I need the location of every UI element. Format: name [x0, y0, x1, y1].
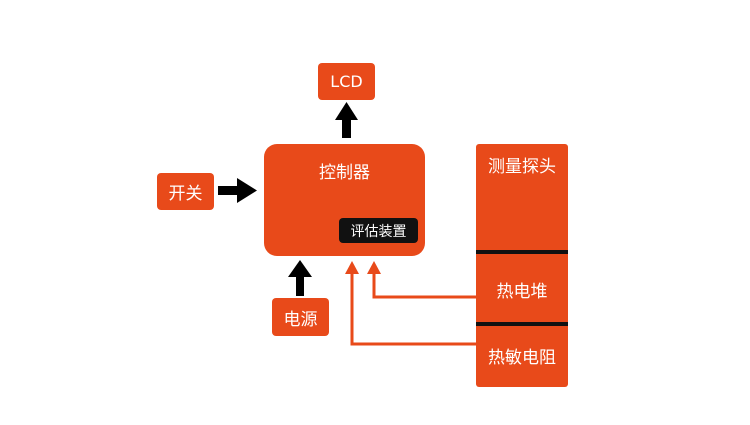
power-box: 电源: [272, 298, 329, 336]
power-label: 电源: [283, 309, 318, 330]
arrow-controller-to-lcd: [335, 102, 358, 138]
thermopile-label: 热电堆: [496, 281, 548, 302]
controller-label: 控制器: [319, 163, 370, 183]
arrow-switch-to-controller: [218, 178, 257, 203]
lcd-label: LCD: [330, 72, 363, 91]
switch-box: 开关: [157, 173, 214, 210]
thermistor-label: 热敏电阻: [488, 347, 556, 368]
probe-divider: [476, 250, 568, 254]
arrow-thermopile-to-evaluator: [367, 261, 476, 299]
probe-column: [476, 144, 568, 387]
evaluator-label: 评估装置: [350, 223, 407, 240]
arrow-thermistor-to-evaluator: [345, 261, 476, 346]
probe-divider: [476, 322, 568, 326]
evaluator-box: 评估装置: [339, 218, 418, 243]
switch-label: 开关: [168, 184, 203, 204]
probe-label: 测量探头: [488, 156, 556, 177]
lcd-box: LCD: [318, 63, 375, 100]
arrow-power-to-controller: [288, 260, 312, 296]
